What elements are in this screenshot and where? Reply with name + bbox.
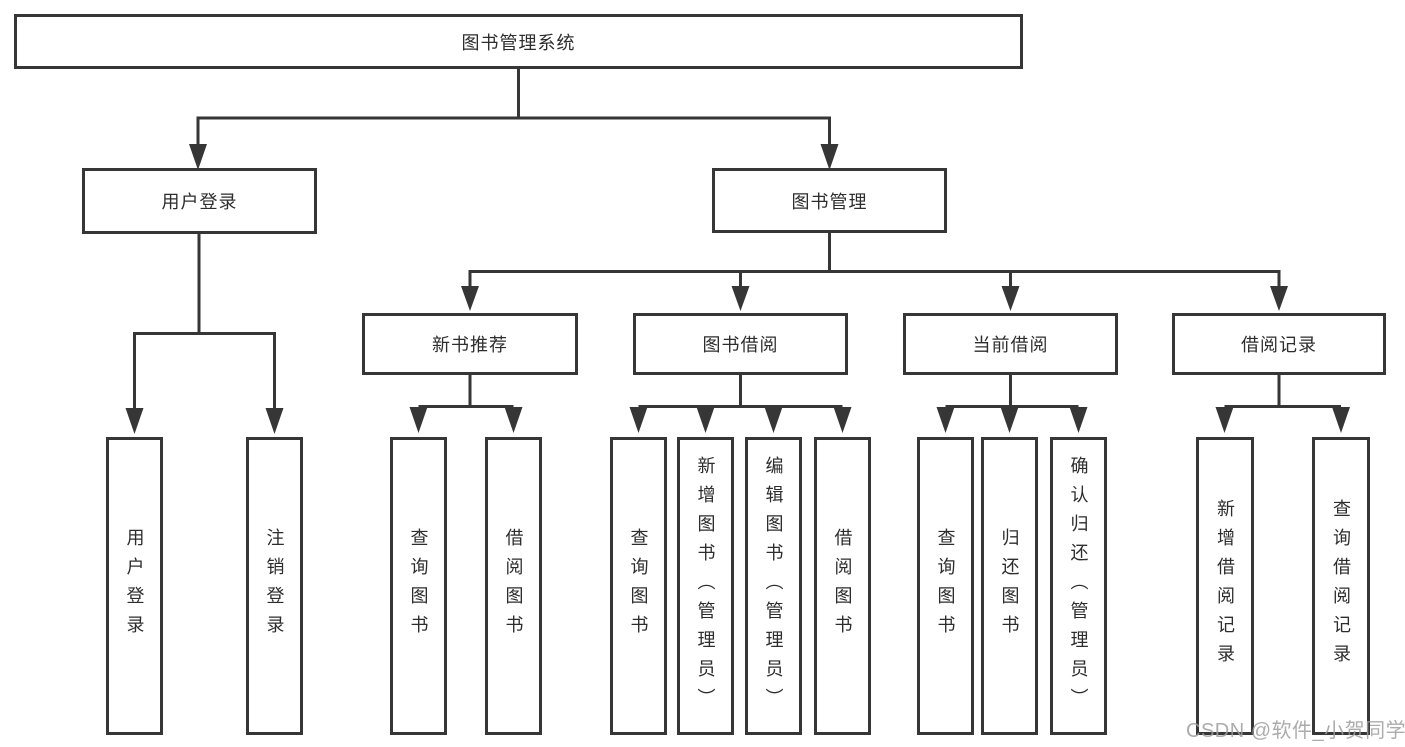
node-root: 图书管理系统 — [14, 14, 1023, 69]
arrowhead-to-cur-confirm — [1069, 407, 1088, 433]
node-leaf-cur-return-book: 归还图书 — [981, 437, 1038, 735]
leaf-label: 编辑图书（管理员） — [763, 455, 784, 717]
node-user-login: 用户登录 — [82, 168, 317, 234]
leaf-label: 新增借阅记录 — [1215, 499, 1235, 673]
arrowhead-to-login — [189, 144, 207, 170]
connector-records-children — [1224, 375, 1341, 408]
arrowhead-to-bor-edit — [764, 407, 783, 433]
leaf-label: 用户登录 — [124, 528, 145, 644]
node-borrow-records: 借阅记录 — [1172, 313, 1386, 375]
leaf-label: 借阅图书 — [503, 528, 524, 644]
arrowhead-to-current — [1001, 286, 1020, 311]
leaf-label: 注销登录 — [264, 528, 285, 644]
connector-manage-children — [468, 232, 1281, 287]
node-leaf-logout: 注销登录 — [246, 437, 303, 735]
node-leaf-bor-borrow-book: 借阅图书 — [814, 437, 871, 735]
node-book-manage: 图书管理 — [712, 168, 947, 233]
leaf-label: 查询图书 — [935, 528, 956, 644]
node-leaf-cur-confirm-return-admin: 确认归还（管理员） — [1050, 437, 1107, 735]
node-current-borrow: 当前借阅 — [903, 313, 1118, 375]
leaf-label: 借阅图书 — [832, 528, 853, 644]
connector-borrow-children — [638, 375, 843, 408]
node-leaf-rec-borrow-book: 借阅图书 — [485, 437, 542, 735]
leaf-label: 归还图书 — [999, 528, 1020, 644]
leaf-label: 新增图书（管理员） — [695, 455, 716, 717]
leaf-label: 查询借阅记录 — [1331, 499, 1351, 673]
csdn-watermark: CSDN @软件_小贺同学 — [1186, 720, 1405, 742]
node-leaf-rec-query-book: 查询图书 — [390, 437, 447, 735]
arrowhead-to-recd-query — [1332, 407, 1350, 433]
arrowhead-to-recd-add — [1215, 407, 1234, 433]
node-leaf-recd-query-record: 查询借阅记录 — [1312, 437, 1370, 735]
arrowhead-to-records — [1270, 286, 1288, 311]
node-leaf-bor-edit-book-admin: 编辑图书（管理员） — [745, 437, 802, 735]
connector-root-children — [196, 69, 831, 145]
node-leaf-cur-query-book: 查询图书 — [917, 437, 974, 735]
leaf-label: 查询图书 — [408, 528, 429, 644]
leaf-label: 确认归还（管理员） — [1068, 455, 1089, 717]
node-leaf-bor-add-book-admin: 新增图书（管理员） — [677, 437, 734, 735]
connector-login-children — [133, 234, 276, 409]
arrowhead-to-login-logout — [265, 408, 284, 434]
node-book-borrow: 图书借阅 — [633, 313, 848, 375]
arrowhead-to-cur-return — [1000, 407, 1019, 433]
arrowhead-to-recommend — [461, 286, 479, 311]
node-leaf-user-login: 用户登录 — [106, 437, 163, 735]
arrowhead-to-rec-query — [409, 407, 428, 433]
arrowhead-to-login-user — [125, 408, 144, 434]
connector-recommend-children — [418, 375, 514, 408]
arrowhead-to-borrow — [731, 286, 750, 311]
node-leaf-bor-query-book: 查询图书 — [610, 437, 667, 735]
arrowhead-to-manage — [820, 144, 839, 170]
arrowhead-to-cur-query — [936, 407, 955, 433]
node-leaf-recd-add-record: 新增借阅记录 — [1196, 437, 1254, 735]
connector-current-children — [945, 375, 1079, 408]
arrowhead-to-bor-borrow — [833, 407, 852, 433]
node-new-book-recommend: 新书推荐 — [362, 313, 578, 375]
arrowhead-to-rec-borrow — [504, 407, 523, 433]
arrowhead-to-bor-query — [629, 407, 648, 433]
arrowhead-to-bor-add — [696, 407, 715, 433]
leaf-label: 查询图书 — [628, 528, 649, 644]
